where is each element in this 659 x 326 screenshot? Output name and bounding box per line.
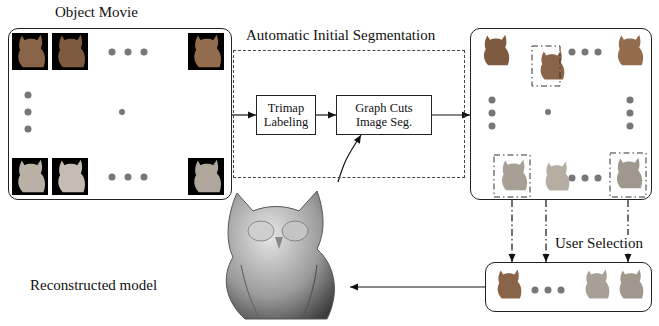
ellipsis-dot [627, 110, 634, 117]
segmented-owl [502, 160, 527, 191]
frame-ground [12, 158, 48, 195]
segmented-owl [617, 158, 642, 189]
segmented-owl [484, 35, 509, 66]
arrowhead [462, 112, 470, 119]
connector-line [338, 135, 361, 182]
heading-label: Automatic Initial Segmentation [246, 27, 435, 44]
movie-frame [52, 33, 88, 70]
arrowhead [328, 112, 336, 119]
ellipsis-dot [109, 174, 116, 181]
ellipsis-dot [125, 174, 132, 181]
ellipsis-dot [582, 49, 589, 56]
segmentation-results-panel [470, 28, 652, 200]
selection-highlight [532, 46, 560, 86]
arrowhead [248, 112, 256, 119]
segmentation-group: Automatic Initial SegmentationTrimap Lab… [233, 50, 465, 178]
owl-photo [18, 160, 45, 192]
movie-frame [12, 33, 48, 70]
owl-photo [194, 160, 221, 192]
ellipsis-dot [532, 287, 539, 294]
heading-label: Object Movie [55, 4, 138, 21]
heading-label: Reconstructed model [30, 277, 157, 294]
frame-ground [188, 158, 224, 195]
model-eye [282, 221, 308, 241]
arrowhead [543, 254, 550, 262]
ellipsis-dot [582, 175, 589, 182]
selected-owl [620, 270, 644, 299]
ellipsis-dot [25, 92, 32, 99]
connector-line [511, 200, 512, 262]
segmented-owl [618, 35, 643, 66]
connector-line [350, 286, 485, 287]
ellipsis-dot [627, 123, 634, 130]
flow-arrow [316, 112, 336, 119]
flow-arrow [350, 284, 485, 291]
ellipsis-dot [489, 110, 496, 117]
ellipsis-dot [627, 97, 634, 104]
model-wing [241, 265, 259, 317]
model-wing [303, 265, 317, 317]
model-eye [248, 221, 274, 241]
ellipsis-dot [545, 287, 552, 294]
movie-frame [12, 158, 48, 195]
flow-arrow [232, 112, 256, 119]
segmented-owl [541, 51, 565, 80]
process-box: Trimap Labeling [256, 95, 316, 135]
owl-photo [58, 160, 85, 192]
flow-arrow [509, 200, 632, 262]
selection-highlight [494, 155, 530, 197]
frame-ground [52, 33, 88, 70]
frame-ground [52, 158, 88, 195]
flow-arrow [338, 135, 361, 182]
model-figure: Reconstructed model [28, 182, 350, 324]
owl-photo [18, 35, 45, 67]
ellipsis-dot [569, 175, 576, 182]
connector-line [627, 200, 628, 262]
ellipsis-dot [545, 109, 551, 115]
arrowhead [354, 135, 361, 144]
user-selection-panel: User Selection [485, 262, 652, 312]
selection-highlight [610, 153, 646, 197]
process-box: Graph Cuts Image Seg. [336, 95, 432, 135]
ellipsis-dot [141, 49, 148, 56]
ellipsis-dot [569, 49, 576, 56]
ellipsis-dot [558, 287, 565, 294]
ellipsis-dot [595, 175, 602, 182]
ellipsis-dot [489, 97, 496, 104]
ellipsis-dot [119, 109, 125, 115]
owl-photo [58, 35, 85, 67]
movie-frame [188, 158, 224, 195]
frame-ground [188, 33, 224, 70]
owl-photo [194, 35, 221, 67]
selected-owl [498, 270, 522, 299]
movie-frame [52, 158, 88, 195]
model-beak [275, 237, 283, 249]
object-movie-panel: Object Movie [8, 28, 232, 200]
model-body [226, 191, 334, 319]
arrowhead [350, 284, 358, 291]
selected-owl [586, 270, 610, 299]
arrowhead [625, 254, 632, 262]
ellipsis-dot [109, 49, 116, 56]
frame-ground [12, 33, 48, 70]
owl-model [226, 191, 334, 319]
heading-label: User Selection [552, 235, 646, 252]
movie-frame [188, 33, 224, 70]
ellipsis-dot [141, 174, 148, 181]
ellipsis-dot [595, 49, 602, 56]
ellipsis-dot [489, 123, 496, 130]
connector-line [545, 200, 546, 262]
box-label: Graph Cuts Image Seg. [348, 101, 420, 130]
box-label: Trimap Labeling [261, 101, 311, 130]
arrowhead [509, 254, 516, 262]
ellipsis-dot [25, 109, 32, 116]
segmented-owl [546, 162, 570, 191]
ellipsis-dot [25, 126, 32, 133]
ellipsis-dot [125, 49, 132, 56]
